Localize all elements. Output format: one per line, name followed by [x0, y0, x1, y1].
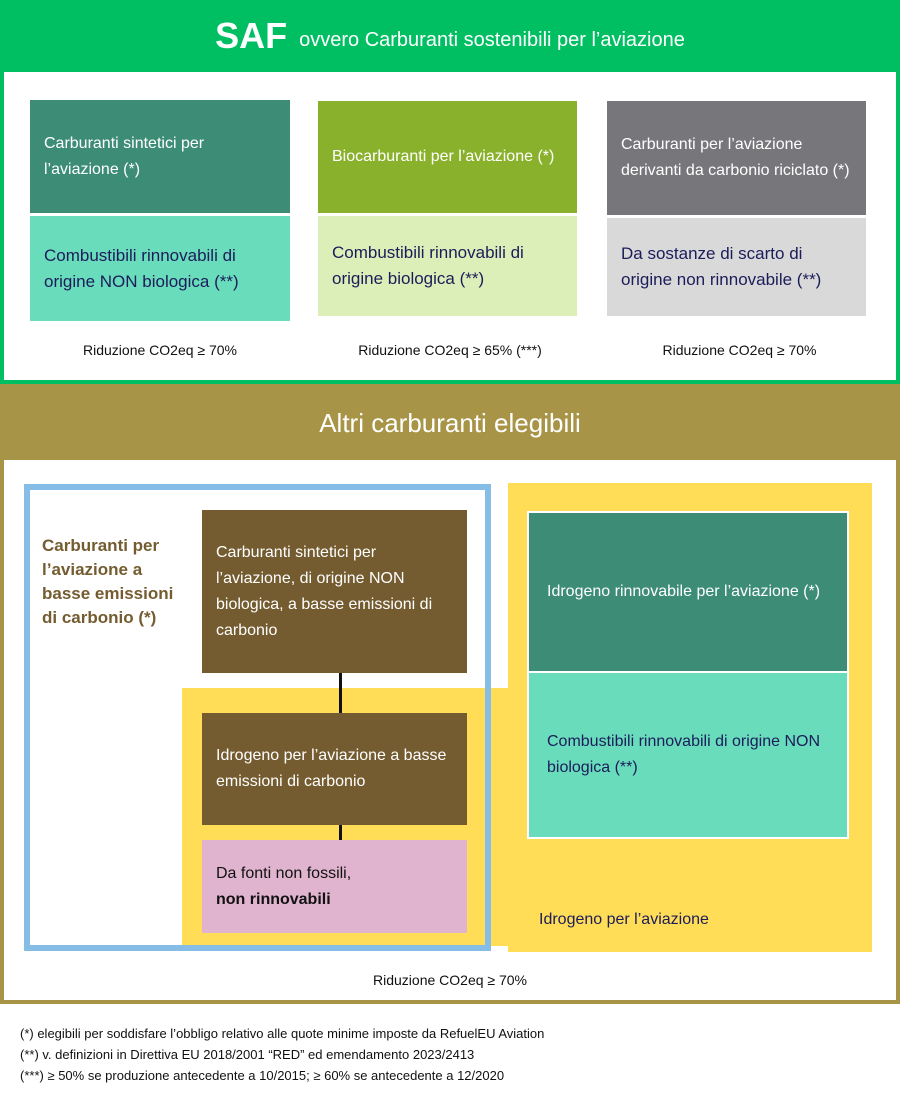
- reduction-label-2: Riduzione CO2eq ≥ 65% (***): [358, 342, 542, 358]
- synthetic-low-carbon-box: Carburanti sintetici per l’aviazione, di…: [202, 510, 467, 673]
- footnote-1: (*) elegibili per soddisfare l’obbligo r…: [20, 1026, 545, 1041]
- recycled-carbon-box: Carburanti per l’aviazione derivanti da …: [607, 101, 866, 215]
- saf-subtitle: ovvero Carburanti sostenibili per l’avia…: [299, 28, 685, 51]
- synthetic-fuels-box: Carburanti sintetici per l’aviazione (*): [30, 100, 290, 213]
- others-reduction-label: Riduzione CO2eq ≥ 70%: [373, 972, 527, 988]
- rfnbo-box: Combustibili rinnovabili di origine NON …: [30, 216, 290, 321]
- rfnbo-hydrogen-box: Combustibili rinnovabili di origine NON …: [527, 671, 849, 839]
- others-header: Altri carburanti elegibili: [0, 384, 900, 462]
- low-carbon-outline: [24, 484, 491, 951]
- reduction-label-3: Riduzione CO2eq ≥ 70%: [662, 342, 817, 358]
- bio-origin-box: Combustibili rinnovabili di origine biol…: [318, 216, 577, 316]
- saf-title: SAF: [215, 15, 288, 56]
- non-fossil-box: Da fonti non fossili,non rinnovabili: [202, 840, 467, 933]
- waste-box: Da sostanze di scarto di origine non rin…: [607, 218, 866, 316]
- hydrogen-label: Idrogeno per l’aviazione: [539, 911, 709, 928]
- renewable-hydrogen-box: Idrogeno rinnovabile per l’aviazione (*): [527, 511, 849, 671]
- footnote-3: (***) ≥ 50% se produzione antecedente a …: [20, 1068, 505, 1083]
- hydrogen-low-carbon-box: Idrogeno per l’aviazione a basse emissio…: [202, 713, 467, 825]
- others-title: Altri carburanti elegibili: [319, 407, 581, 438]
- biofuels-box: Biocarburanti per l’aviazione (*): [318, 101, 577, 213]
- reduction-label-1: Riduzione CO2eq ≥ 70%: [83, 342, 237, 358]
- saf-header: SAF ovvero Carburanti sostenibili per l’…: [4, 0, 896, 72]
- low-carbon-label: Carburanti per l’aviazione a basse emiss…: [42, 536, 174, 627]
- footnote-2: (**) v. definizioni in Direttiva EU 2018…: [20, 1047, 475, 1062]
